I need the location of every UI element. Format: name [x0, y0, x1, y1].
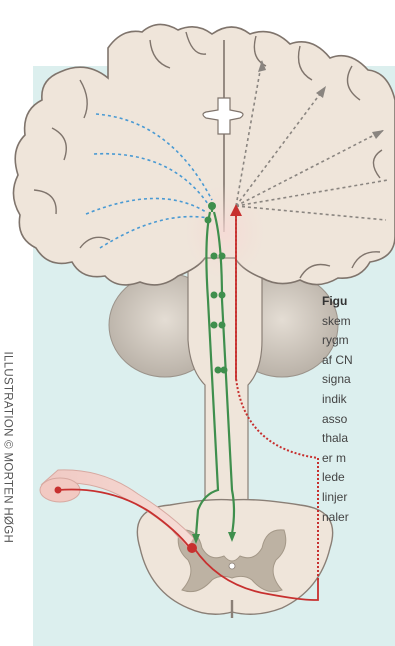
caption-line: skem — [322, 312, 395, 332]
caption-line: thala — [322, 429, 395, 449]
caption-line: er m — [322, 449, 395, 469]
caption-line: asso — [322, 410, 395, 430]
caption-line: signa — [322, 370, 395, 390]
caption-title: Figu — [322, 292, 395, 312]
caption-line: rygm — [322, 331, 395, 351]
caption-line: af CN — [322, 351, 395, 371]
caption-line: indik — [322, 390, 395, 410]
caption-line: linjer — [322, 488, 395, 508]
caption-line: lede — [322, 468, 395, 488]
figure-caption: Figu skem rygm af CN signa indik asso th… — [322, 292, 395, 527]
thalamus-glow — [185, 184, 265, 280]
caption-line: naler — [322, 508, 395, 528]
illustration-credit: ILLUSTRATION © MORTEN HØGH — [1, 352, 15, 527]
